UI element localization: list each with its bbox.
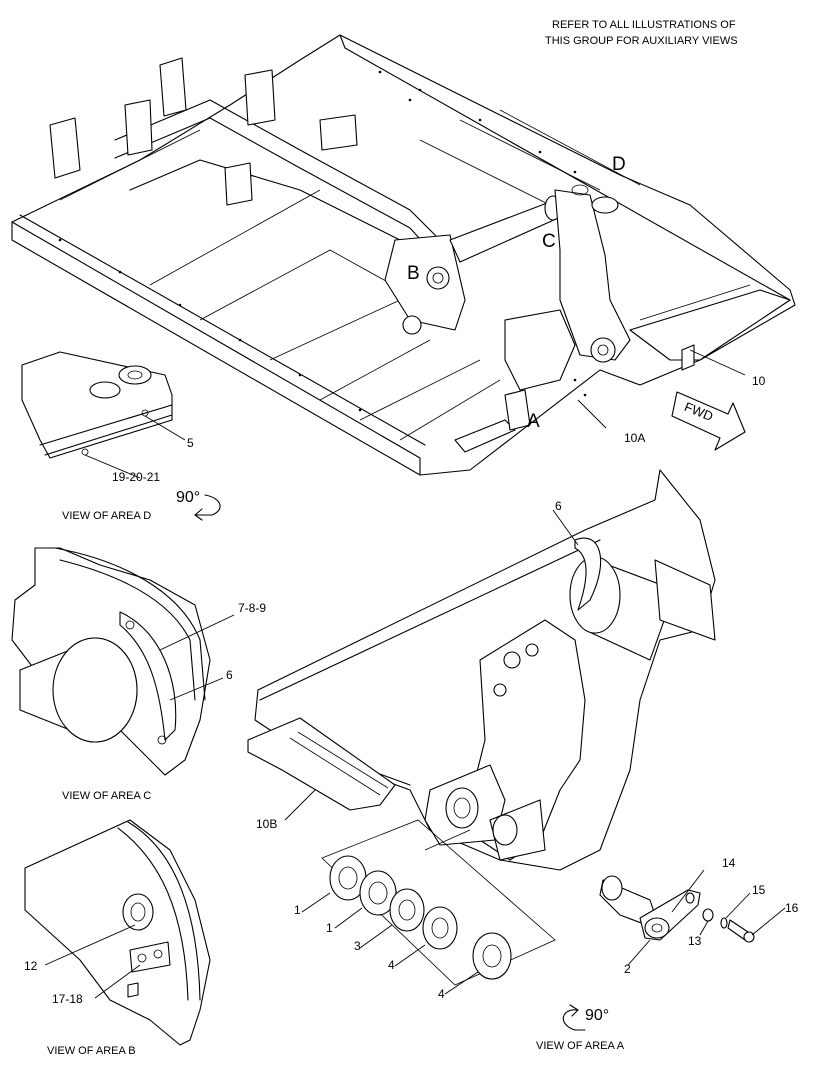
view-area-a-drawing: [247, 469, 786, 1031]
rotate-arrow-d: [195, 494, 221, 516]
callout-7-8-9: 7-8-9: [238, 601, 267, 615]
callout-1b: 1: [326, 921, 333, 935]
callout-10a: 10A: [624, 431, 646, 445]
callout-19-20-21: 19-20-21: [112, 470, 161, 484]
note-line-1: REFER TO ALL ILLUSTRATIONS OF: [552, 19, 736, 31]
view-label-d: VIEW OF AREA D: [62, 510, 152, 522]
rotate-label-d: 90°: [176, 489, 201, 506]
callout-15: 15: [752, 883, 766, 897]
view-label-b: VIEW OF AREA B: [47, 1045, 136, 1057]
area-letter-b: B: [407, 263, 420, 284]
callout-1a: 1: [294, 903, 301, 917]
callout-10b: 10B: [256, 817, 278, 831]
callout-6-top: 6: [555, 499, 562, 513]
callout-2: 2: [624, 962, 631, 976]
callout-4b: 4: [438, 987, 445, 1001]
view-area-c-drawing: [11, 547, 235, 776]
main-frame-drawing: [11, 34, 796, 476]
note-line-2: THIS GROUP FOR AUXILIARY VIEWS: [545, 35, 738, 47]
area-letter-a: A: [527, 411, 540, 432]
callout-6-c: 6: [226, 668, 233, 682]
callout-16: 16: [785, 901, 799, 915]
view-area-b-drawing: [24, 819, 211, 1046]
callout-5: 5: [187, 436, 194, 450]
fwd-arrow: [671, 391, 746, 451]
callout-3: 3: [354, 939, 361, 953]
view-label-a: VIEW OF AREA A: [536, 1040, 625, 1052]
callout-4a: 4: [388, 958, 395, 972]
area-letter-d: D: [612, 154, 626, 175]
rotate-arrow-a: [562, 1009, 586, 1031]
area-letter-c: C: [542, 231, 556, 252]
view-label-c: VIEW OF AREA C: [62, 790, 152, 802]
callout-14: 14: [722, 856, 736, 870]
callout-17-18: 17-18: [52, 992, 83, 1006]
callout-12: 12: [24, 959, 38, 973]
view-area-d-drawing: [21, 351, 221, 521]
callout-13: 13: [688, 934, 702, 948]
rotate-label-a: 90°: [585, 1007, 610, 1024]
callout-10: 10: [752, 374, 766, 388]
